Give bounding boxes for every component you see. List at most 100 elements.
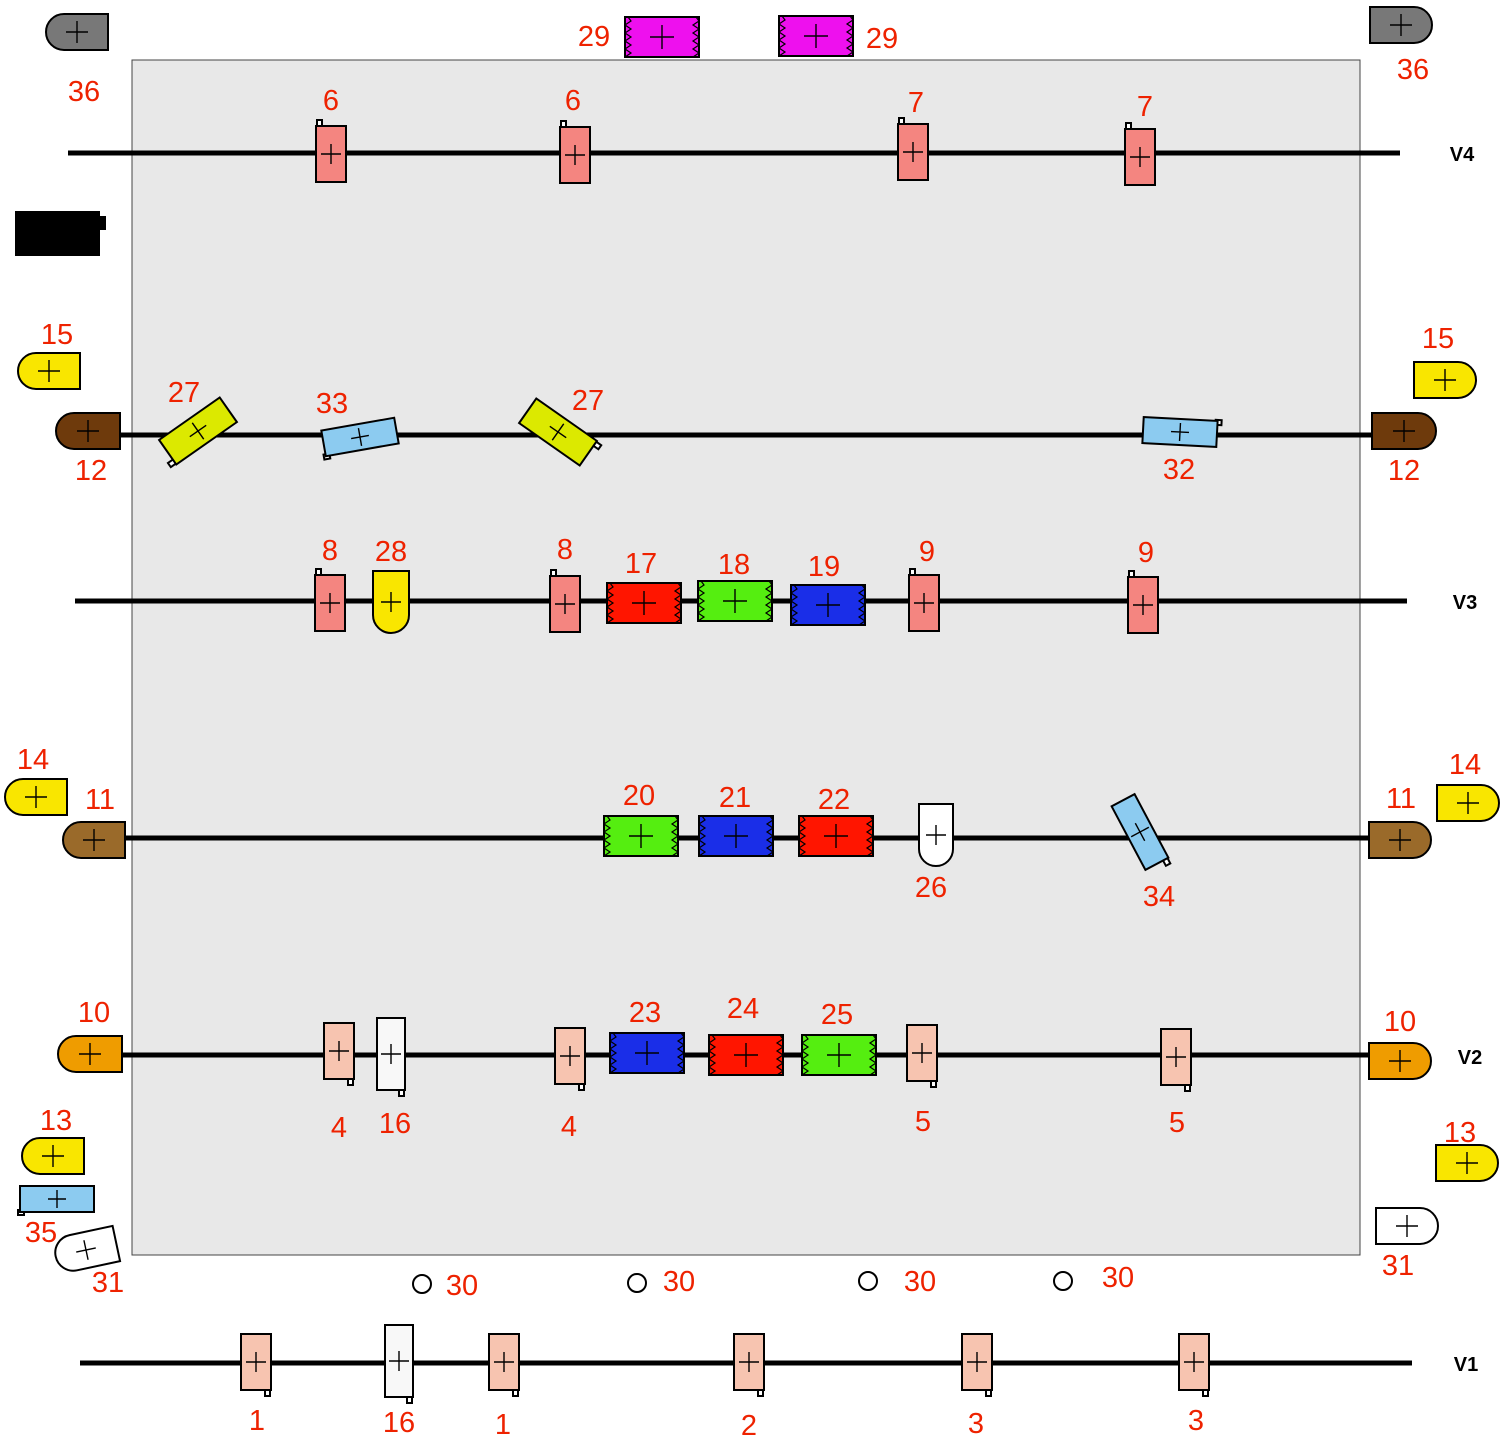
label-p1b: 1 <box>495 1409 511 1439</box>
part-26 <box>918 803 954 867</box>
part-18 <box>696 580 774 622</box>
hole-30-d <box>1053 1271 1073 1291</box>
part-3a <box>961 1333 993 1397</box>
part-1a <box>240 1333 272 1397</box>
part-31b <box>1375 1207 1439 1245</box>
part-12a <box>55 412 121 450</box>
label-p13a: 13 <box>40 1105 72 1137</box>
part-10b <box>1368 1042 1432 1080</box>
part-22 <box>797 815 875 857</box>
part-7b <box>1124 122 1156 186</box>
label-p28: 28 <box>375 536 407 568</box>
label-p16a: 16 <box>379 1108 411 1140</box>
label-p14b: 14 <box>1449 749 1481 781</box>
part-15a <box>17 352 81 390</box>
rail-label-v4: V4 <box>1450 144 1475 166</box>
label-p27a: 27 <box>168 377 200 409</box>
part-3b <box>1178 1333 1210 1397</box>
rail-label-v1: V1 <box>1454 1354 1478 1376</box>
part-27a <box>157 396 239 469</box>
label-p1a: 1 <box>249 1405 265 1437</box>
part-12b <box>1371 412 1437 450</box>
part-34 <box>1110 792 1172 872</box>
hole-30-b <box>627 1273 647 1293</box>
label-p4a: 4 <box>331 1112 347 1144</box>
part-31a <box>54 1224 122 1272</box>
label-p30b: 30 <box>663 1266 695 1298</box>
label-p5a: 5 <box>915 1106 931 1138</box>
label-p36a: 36 <box>68 76 100 108</box>
part-25 <box>800 1034 878 1076</box>
label-p9b: 9 <box>1138 537 1154 569</box>
label-p33: 33 <box>316 388 348 420</box>
part-6a <box>315 119 347 183</box>
part-24 <box>707 1034 785 1076</box>
part-16a <box>376 1017 406 1097</box>
part-33 <box>320 416 400 461</box>
part-32 <box>1141 416 1223 448</box>
label-p15a: 15 <box>41 319 73 351</box>
label-p31a: 31 <box>92 1267 124 1299</box>
label-p30c: 30 <box>904 1266 936 1298</box>
part-16b <box>384 1324 414 1404</box>
label-p11a: 11 <box>85 784 115 816</box>
label-p36b: 36 <box>1397 54 1429 86</box>
label-p8b: 8 <box>557 534 573 566</box>
part-28 <box>372 570 410 634</box>
part-8a <box>314 568 346 632</box>
part-13b <box>1435 1144 1499 1182</box>
label-p4b: 4 <box>561 1111 577 1143</box>
part-35 <box>17 1185 95 1216</box>
label-p27b: 27 <box>572 385 604 417</box>
label-p32: 32 <box>1163 454 1195 486</box>
label-p2: 2 <box>741 1410 757 1439</box>
label-p10b: 10 <box>1384 1006 1416 1038</box>
part-8b <box>549 569 581 633</box>
hole-30-c <box>858 1271 878 1291</box>
label-p23: 23 <box>629 997 661 1029</box>
label-p5b: 5 <box>1169 1107 1185 1139</box>
label-p10a: 10 <box>78 997 110 1029</box>
part-1b <box>488 1333 520 1397</box>
label-p22: 22 <box>818 784 850 816</box>
part-14b <box>1436 784 1500 822</box>
hole-30-a <box>412 1274 432 1294</box>
part-29b <box>777 15 855 57</box>
label-p14a: 14 <box>17 744 49 776</box>
label-p7b: 7 <box>1137 91 1153 123</box>
label-p12a: 12 <box>75 455 107 487</box>
label-p35: 35 <box>25 1217 57 1249</box>
label-p3a: 3 <box>968 1408 984 1439</box>
part-20 <box>602 815 680 857</box>
part-27b <box>517 397 603 467</box>
part-4a <box>323 1022 355 1086</box>
part-13a <box>21 1137 85 1175</box>
part-10a <box>57 1035 123 1073</box>
label-p12b: 12 <box>1388 455 1420 487</box>
part-2 <box>733 1333 765 1397</box>
label-p16b: 16 <box>383 1407 415 1439</box>
label-p7a: 7 <box>908 87 924 119</box>
rail-label-v2: V2 <box>1458 1047 1482 1069</box>
battery-icon <box>15 211 106 256</box>
part-4b <box>554 1027 586 1091</box>
label-p17: 17 <box>625 548 657 580</box>
label-p30a: 30 <box>446 1270 478 1302</box>
part-23 <box>608 1032 686 1074</box>
part-9b <box>1127 570 1159 634</box>
part-15b <box>1413 361 1477 399</box>
label-p31b: 31 <box>1382 1250 1414 1282</box>
part-17 <box>605 582 683 624</box>
part-5b <box>1160 1028 1192 1092</box>
label-p26: 26 <box>915 872 947 904</box>
rail-label-v3: V3 <box>1453 592 1477 614</box>
part-5a <box>906 1024 938 1088</box>
label-p18: 18 <box>718 549 750 581</box>
label-p25: 25 <box>821 999 853 1031</box>
label-p29b: 29 <box>866 23 898 55</box>
label-p11b: 11 <box>1386 783 1416 815</box>
part-36a <box>45 13 109 51</box>
label-p34: 34 <box>1143 881 1175 913</box>
label-p13b: 13 <box>1444 1117 1476 1149</box>
